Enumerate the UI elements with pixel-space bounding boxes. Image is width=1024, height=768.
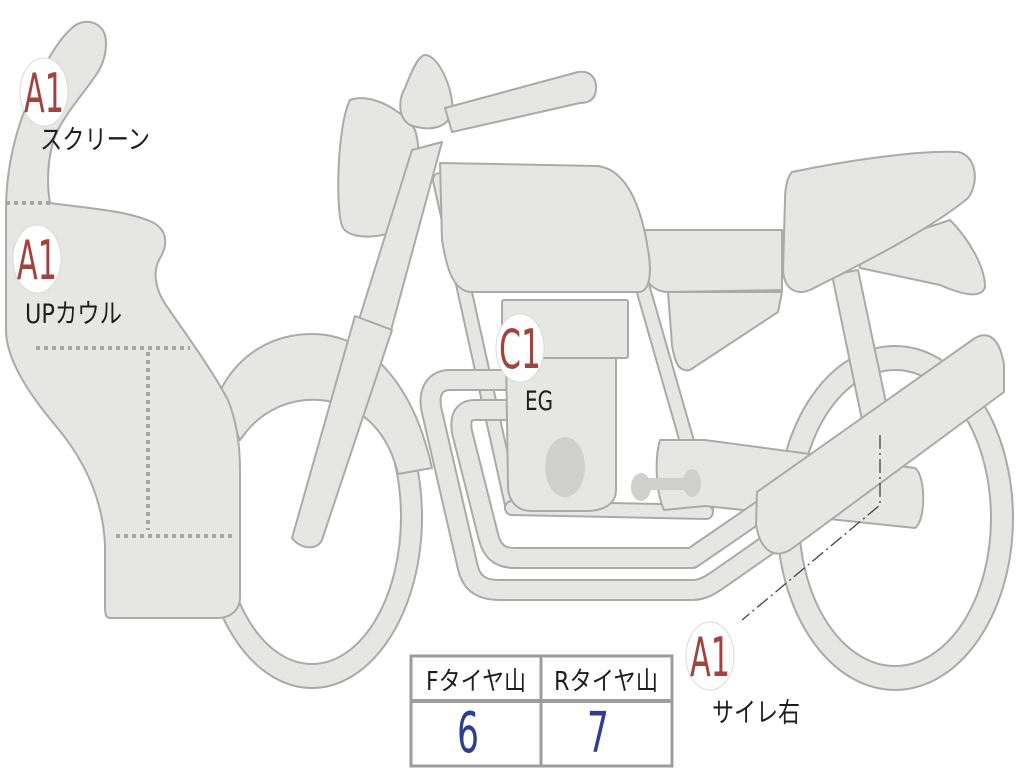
damage-code-badge: [12, 224, 62, 294]
footpeg-bar: [640, 478, 692, 490]
engine-crankcase: [505, 355, 617, 512]
cowl-division-lines: [6, 201, 236, 538]
tire-tread-table: Fタイヤ山 Rタイヤ山 6 7: [409, 654, 674, 768]
footpeg-end: [683, 469, 701, 497]
tube-fill: [452, 401, 771, 567]
exhaust-pipe-inner: [450, 399, 773, 569]
motorcycle: [5, 20, 1014, 691]
fuel-tank: [439, 162, 651, 293]
footpeg-end: [631, 473, 651, 501]
rear-seat: [782, 150, 976, 293]
damage-marker-silencer-right: A1 サイレ右: [685, 621, 800, 729]
table-value-front-tire: 6: [457, 701, 479, 766]
table-header-rear-tire: Rタイヤ山: [554, 667, 658, 697]
meter: [399, 54, 454, 130]
part-label: EG: [525, 386, 553, 417]
damage-marker-upper-cowl: A1 UPカウル: [12, 224, 122, 330]
table-value-rear-tire: 7: [587, 701, 609, 766]
damage-code-badge: [495, 313, 545, 383]
clutch-cover: [545, 437, 585, 497]
damage-code: A1: [24, 62, 64, 125]
tube-fill: [421, 371, 781, 599]
front-fork-lower: [291, 315, 393, 549]
front-cowl: [5, 20, 241, 619]
damage-code: C1: [499, 318, 541, 381]
rear-fender: [859, 219, 986, 296]
exhaust-pipe-outer: [419, 369, 783, 601]
damage-code-badge: [19, 57, 69, 127]
side-cover: [667, 291, 783, 372]
footpeg: [631, 469, 701, 501]
damage-code-badge: [685, 621, 735, 691]
damage-marker-screen: A1 スクリーン: [19, 57, 150, 156]
table-header-front-tire: Fタイヤ山: [426, 667, 526, 697]
front-seat: [635, 229, 783, 293]
part-label: UPカウル: [25, 299, 122, 330]
part-label: スクリーン: [40, 125, 150, 156]
damage-code: A1: [690, 626, 730, 689]
damage-code: A1: [17, 229, 57, 292]
damage-marker-engine: C1 EG: [495, 313, 553, 417]
handlebar: [444, 70, 598, 133]
part-label: サイレ右: [712, 698, 800, 729]
